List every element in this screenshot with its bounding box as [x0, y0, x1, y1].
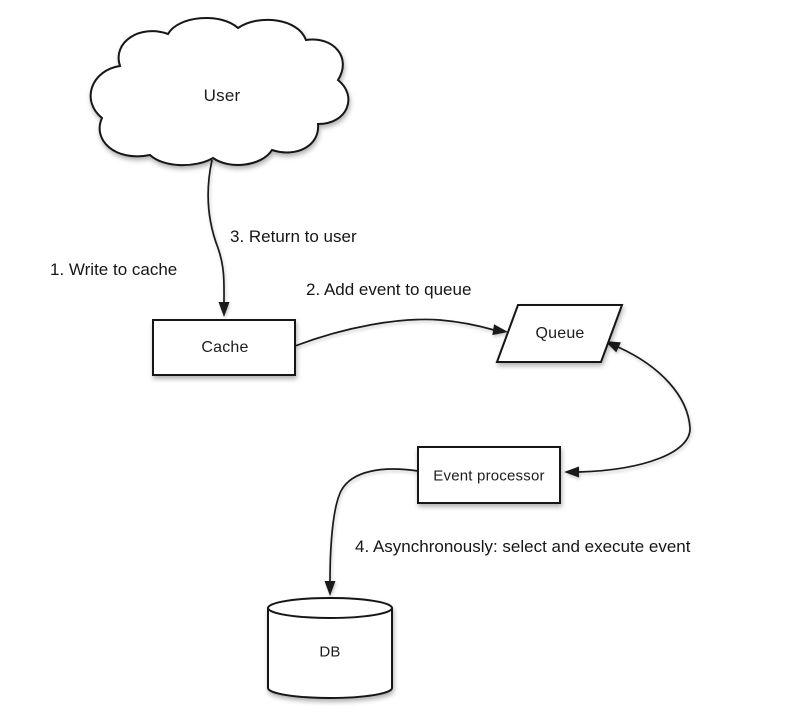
arrowhead-icon — [492, 324, 508, 336]
arrowhead-icon — [324, 581, 336, 596]
queue-node-label: Queue — [535, 325, 585, 342]
edge-label-write-to-cache: 1. Write to cache — [50, 260, 178, 279]
db-node-label: DB — [319, 643, 341, 661]
edge-label-return-to-user: 3. Return to user — [230, 227, 357, 246]
arrowhead-icon — [605, 341, 621, 353]
edge-label-add-event-to-queue: 2. Add event to queue — [306, 280, 472, 299]
cache-box-shape — [152, 319, 296, 376]
user-node-label: User — [203, 86, 241, 105]
cache-node-label: Cache — [201, 339, 249, 356]
db-cylinder-body-shape — [267, 608, 393, 699]
arrowhead-icon — [218, 302, 230, 317]
arrowhead-icon — [564, 466, 579, 478]
event-processor-box-shape — [417, 446, 561, 504]
connector-layer — [207, 159, 691, 596]
user-cloud-shape — [89, 17, 350, 167]
shape-layer — [89, 17, 624, 699]
arrow-queue-event-processor — [578, 346, 691, 473]
arrow-event-processor-to-db — [329, 468, 419, 583]
arrow-cache-to-queue — [294, 318, 495, 347]
db-cylinder-top-shape — [267, 597, 393, 619]
edge-label-async-execute: 4. Asynchronously: select and execute ev… — [355, 537, 691, 556]
queue-parallelogram-shape — [495, 304, 624, 363]
arrow-user-to-cache — [207, 159, 225, 304]
event-processor-node-label: Event processor — [433, 467, 545, 485]
